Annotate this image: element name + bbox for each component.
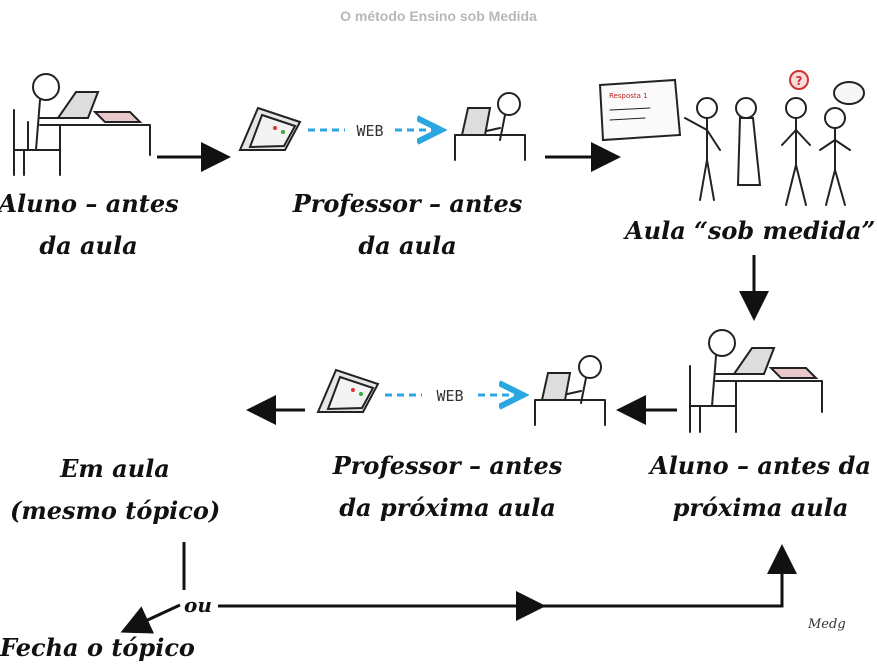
arrow-loop: [218, 544, 797, 608]
page-title: O método Ensino sob Medida: [340, 8, 537, 24]
laptop-icon-2: [316, 368, 380, 413]
web-label-2: WEB: [436, 387, 463, 405]
web-label: WEB: [356, 122, 383, 140]
label-ou: ou: [184, 593, 212, 617]
label-aluno-proxima: Aluno – antes da próxima aula: [650, 451, 871, 522]
signature: Medg: [808, 617, 846, 632]
label-professor-proxima: Professor – antes da próxima aula: [332, 451, 563, 522]
svg-text:?: ?: [796, 74, 803, 88]
laptop-icon: [238, 106, 302, 151]
label-aluno-antes: Aluno – antes da aula: [0, 189, 179, 260]
arrow-fecha: [120, 603, 181, 634]
classroom-icon: Resposta 1 ?: [598, 70, 865, 206]
label-fecha-topico: Fecha o tópico: [0, 633, 195, 662]
label-em-aula: Em aula (mesmo tópico): [10, 454, 221, 525]
student-desk-icon: [13, 73, 151, 176]
svg-text:Resposta 1: Resposta 1: [609, 92, 648, 100]
professor-desk-icon-2: [534, 355, 606, 426]
student-desk-icon-2: [689, 329, 823, 433]
professor-desk-icon: [454, 92, 526, 161]
label-professor-antes: Professor – antes da aula: [292, 189, 523, 260]
label-aula-sob-medida: Aula “sob medida”: [625, 216, 876, 245]
